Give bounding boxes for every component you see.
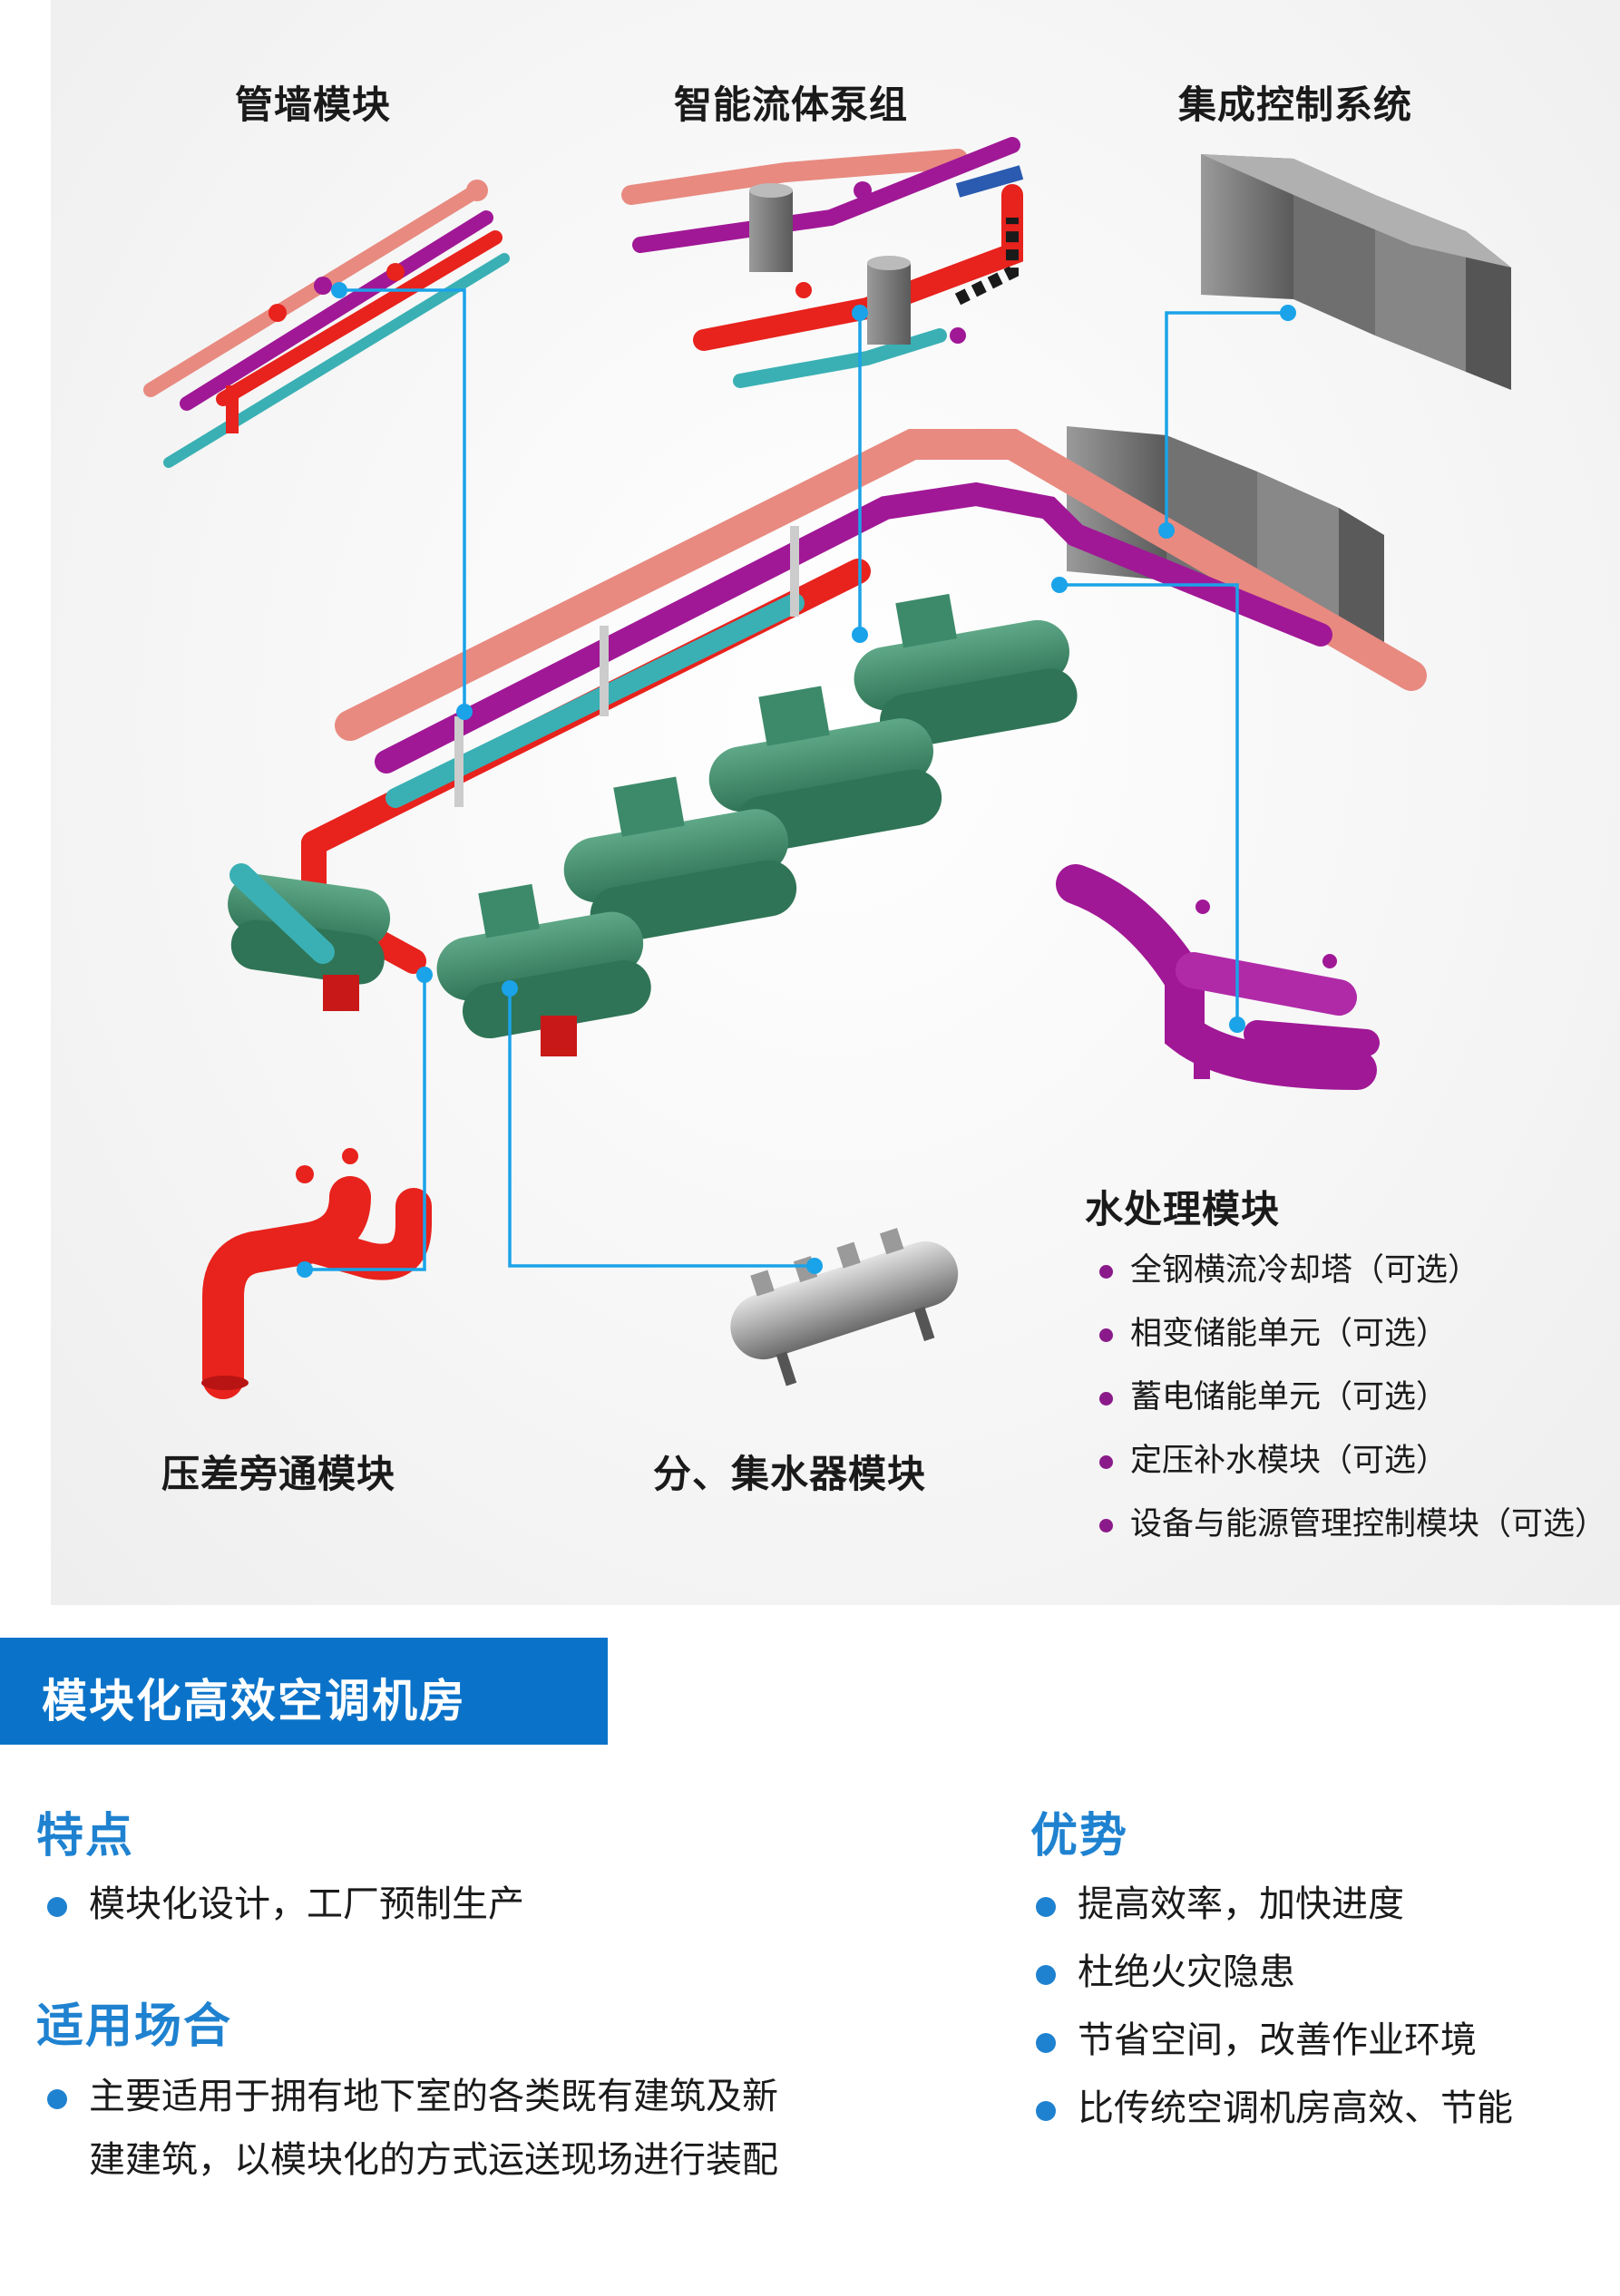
bullet-dot [47, 2089, 67, 2109]
scenarios-title: 适用场合 [36, 1999, 233, 2054]
list-item: 节省空间，改善作业环境 [1032, 2013, 1513, 2081]
modular-plant-illustration [143, 137, 1511, 1399]
label-collector-module: 分、集水器模块 [653, 1452, 927, 1496]
banner-title: 模块化高效空调机房 [42, 1675, 466, 1727]
collector-module-art [730, 1228, 959, 1386]
chiller-units-art [228, 593, 1078, 1056]
features-title: 特点 [36, 1809, 135, 1863]
callout-lines [305, 288, 1288, 1271]
list-item: 模块化设计，工厂预制生产 [44, 1877, 524, 1931]
label-pipe-wall-module: 管墙模块 [235, 83, 392, 127]
list-item: 比传统空调机房高效、节能 [1032, 2081, 1513, 2149]
bullet-dot [1099, 1392, 1113, 1406]
list-item: 设备与能源管理控制模块（可选） [1092, 1503, 1606, 1567]
pump-group-module-art [621, 137, 1024, 388]
bullet-dot [1099, 1265, 1113, 1279]
list-item: 提高效率，加快进度 [1032, 1877, 1513, 1945]
list-item: 杜绝火灾隐患 [1032, 1945, 1513, 2013]
label-bypass-module: 压差旁通模块 [161, 1452, 396, 1496]
features-list: 模块化设计，工厂预制生产 [44, 1877, 524, 1931]
list-item: 蓄电储能单元（可选） [1092, 1377, 1606, 1440]
main-header-pipes-art [301, 429, 1427, 974]
advantages-list: 提高效率，加快进度 杜绝火灾隐患 节省空间，改善作业环境 比传统空调机房高效、节… [1032, 1877, 1513, 2149]
system-diagram-panel: 管墙模块 智能流体泵组 集成控制系统 水处理模块 压差旁通模块 分、集水器模块 … [51, 0, 1620, 1605]
bullet-dot [47, 1897, 67, 1917]
label-pump-group: 智能流体泵组 [674, 83, 909, 127]
bullet-dot [1099, 1328, 1113, 1342]
bypass-module-art [201, 1148, 432, 1399]
bullet-dot [1036, 1965, 1056, 1985]
water-treatment-options-list: 全钢横流冷却塔（可选） 相变储能单元（可选） 蓄电储能单元（可选） 定压补水模块… [1092, 1250, 1606, 1567]
bullet-dot [1036, 2033, 1056, 2053]
bullet-dot [1036, 1897, 1056, 1917]
section-banner: 模块化高效空调机房 [0, 1638, 608, 1745]
label-water-treatment: 水处理模块 [1085, 1187, 1281, 1231]
callout-dots [297, 282, 1296, 1278]
list-item: 全钢横流冷却塔（可选） [1092, 1250, 1606, 1313]
list-item: 主要适用于拥有地下室的各类既有建筑及新建建筑，以模块化的方式运送现场进行装配 [44, 2069, 778, 2187]
bullet-dot [1036, 2101, 1056, 2121]
list-item: 相变储能单元（可选） [1092, 1313, 1606, 1377]
bullet-dot [1099, 1455, 1113, 1469]
water-treatment-module-art [1056, 864, 1380, 1090]
pipe-wall-module-art [143, 180, 510, 468]
scenarios-list: 主要适用于拥有地下室的各类既有建筑及新建建筑，以模块化的方式运送现场进行装配 [44, 2069, 778, 2187]
bullet-dot [1099, 1519, 1113, 1532]
advantages-title: 优势 [1030, 1809, 1129, 1863]
label-control-system: 集成控制系统 [1178, 83, 1413, 127]
list-item: 定压补水模块（可选） [1092, 1440, 1606, 1503]
